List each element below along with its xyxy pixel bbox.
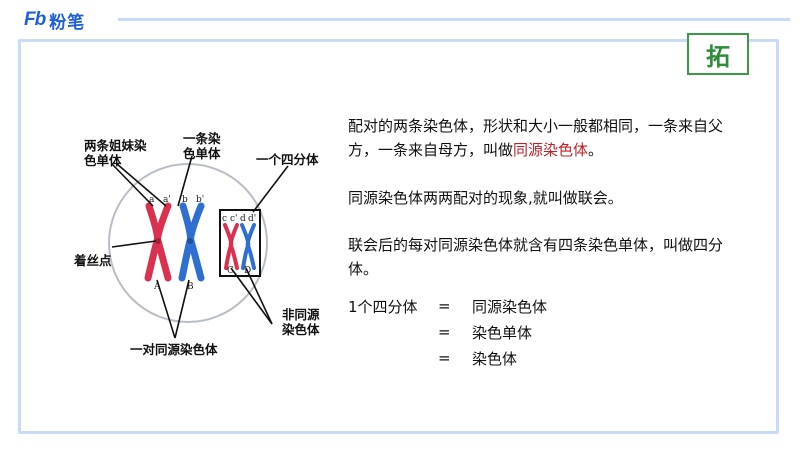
letter-C: C bbox=[227, 266, 234, 276]
p1-text: 配对的两条染色体，形状和大小一般都相同，一条来自父方，一条来自母方，叫做 bbox=[348, 117, 724, 159]
brand-logo: Fb 粉笔 bbox=[24, 9, 86, 33]
chromosome-diagram: a a' b b' c c' d d' A B C D 两条姐妹染 色单体 一条… bbox=[73, 131, 320, 357]
paragraph-homologous-definition: 配对的两条染色体，形状和大小一般都相同，一条来自父方，一条来自母方，叫做同源染色… bbox=[348, 114, 748, 162]
label-single-chromatid-line1: 一条染 bbox=[183, 131, 221, 146]
label-centromere: 着丝点 bbox=[73, 253, 112, 268]
header-rule bbox=[118, 18, 790, 21]
brand-mark: Fb bbox=[24, 9, 46, 30]
equation-sign: = bbox=[438, 323, 451, 341]
content-frame bbox=[18, 39, 779, 434]
label-nonhomologous-line2: 染色体 bbox=[281, 322, 320, 337]
equation-row: = 染色体 bbox=[348, 345, 547, 371]
label-tetrad: 一个四分体 bbox=[256, 152, 319, 167]
letter-d: d bbox=[240, 214, 246, 224]
letter-c-prime: c' bbox=[230, 214, 238, 224]
paragraph-synapsis: 同源染色体两两配对的现象,就叫做联会。 bbox=[348, 189, 623, 207]
cell-circle bbox=[108, 163, 268, 323]
centromere-red bbox=[155, 238, 161, 244]
tetrad-blue bbox=[240, 223, 256, 270]
label-sister-chromatids-line2: 色单体 bbox=[84, 153, 122, 168]
label-single-chromatid-line2: 色单体 bbox=[183, 146, 221, 161]
p1-highlight: 同源染色体 bbox=[513, 141, 589, 159]
label-sister-chromatids-line1: 两条姐妹染 bbox=[84, 138, 147, 153]
equation-left: 1个四分体 bbox=[348, 297, 418, 316]
equation-sign: = bbox=[438, 349, 451, 367]
letter-B: B bbox=[187, 282, 194, 292]
equation-row: 1个四分体 = 同源染色体 bbox=[348, 293, 547, 319]
equation-item: 同源染色体 bbox=[472, 297, 548, 316]
letter-c: c bbox=[222, 214, 227, 224]
tetrad-box bbox=[219, 209, 261, 277]
tetrad-equation: 1个四分体 = 同源染色体 = 染色单体 = 染色体 bbox=[348, 293, 547, 371]
letter-d-prime: d' bbox=[248, 214, 256, 224]
letter-a-prime: a' bbox=[163, 195, 171, 205]
letter-a: a bbox=[149, 195, 155, 205]
label-homologous-pair: 一对同源染色体 bbox=[130, 342, 218, 357]
brand-name: 粉笔 bbox=[49, 12, 86, 33]
letter-b: b bbox=[182, 195, 188, 205]
letter-b-prime: b' bbox=[196, 195, 204, 205]
letter-A: A bbox=[153, 282, 161, 292]
equation-item: 染色单体 bbox=[472, 323, 533, 342]
equation-sign: = bbox=[438, 297, 451, 315]
equation-item: 染色体 bbox=[472, 349, 518, 368]
centromere-blue bbox=[187, 238, 193, 244]
label-nonhomologous-line1: 非同源 bbox=[282, 307, 320, 322]
tetrad-red bbox=[223, 223, 239, 270]
extension-badge: 拓 bbox=[687, 33, 749, 75]
callout-lines bbox=[111, 155, 289, 339]
p1-end: 。 bbox=[588, 141, 604, 159]
paragraph-tetrad: 联会后的每对同源染色体就含有四条染色单体，叫做四分体。 bbox=[348, 236, 724, 278]
equation-row: = 染色单体 bbox=[348, 319, 547, 345]
blue-chromosome bbox=[178, 202, 205, 282]
red-chromosome bbox=[144, 202, 172, 282]
